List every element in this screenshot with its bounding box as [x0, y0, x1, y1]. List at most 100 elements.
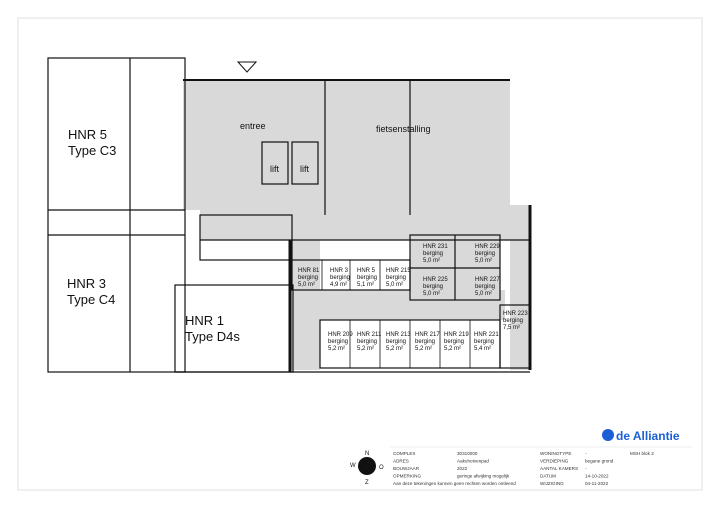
logo: de Alliantie — [602, 429, 680, 443]
storage-label: berging — [474, 339, 494, 345]
storage-number: HNR 211 — [357, 332, 382, 338]
unit-name: HNR 3 — [67, 276, 106, 291]
storage-label: berging — [357, 275, 377, 281]
common-areas — [183, 80, 530, 370]
room-entree: entree — [240, 121, 266, 131]
unit-type: Type C3 — [68, 143, 116, 158]
compass-icon: N O Z W — [350, 451, 384, 486]
titleblock: Aan deze tekeningen kunnen geen rechten … — [393, 451, 654, 486]
storage-label: berging — [330, 275, 350, 281]
titleblock-value: 2022 — [457, 466, 468, 471]
titleblock-value: - — [585, 451, 587, 456]
storage-label: berging — [444, 339, 464, 345]
storage-area: 5,0 m² — [475, 291, 492, 297]
storage-area: 5,2 m² — [444, 346, 461, 352]
svg-text:W: W — [350, 463, 356, 469]
unit-name: HNR 5 — [68, 127, 107, 142]
unit-type: Type C4 — [67, 292, 115, 307]
titleblock-label: AANTAL KAMERS — [540, 466, 578, 471]
storage-area: 5,4 m² — [474, 346, 491, 352]
svg-text:de Alliantie: de Alliantie — [616, 429, 680, 443]
storage-label: berging — [475, 251, 495, 257]
storage-area: 5,2 m² — [415, 346, 432, 352]
storage-number: HNR 213 — [386, 332, 411, 338]
storage-number: HNR 217 — [415, 332, 440, 338]
storage-label: berging — [503, 318, 523, 324]
sheet-border — [17, 17, 703, 491]
storage-number: HNR 229 — [475, 244, 500, 250]
disclaimer: Aan deze tekeningen kunnen geen rechten … — [393, 481, 516, 486]
titleblock-label: COMPLEX — [393, 451, 415, 456]
storage-number: HNR 231 — [423, 244, 448, 250]
titleblock-value: 30310000 — [457, 451, 478, 456]
storage-partitions — [321, 260, 471, 368]
storage-area: 5,0 m² — [298, 282, 315, 288]
room-fietsenstalling: fietsenstalling — [376, 124, 431, 134]
titleblock-label: WONINGTYPE — [540, 451, 571, 456]
storage-label: berging — [423, 251, 443, 257]
storage-area: 5,2 m² — [357, 346, 374, 352]
walls — [47, 57, 532, 373]
storage-area: 4,9 m² — [330, 282, 347, 288]
storage-number: HNR 223 — [503, 311, 528, 317]
storage-number: HNR 3 — [330, 268, 349, 274]
unit-type: Type D4s — [185, 329, 240, 344]
storage-label: berging — [386, 275, 406, 281]
titleblock-label: VERDIEPING — [540, 459, 569, 464]
storage-label: berging — [298, 275, 318, 281]
storage-number: HNR 209 — [328, 332, 353, 338]
storage-area: 5,0 m² — [423, 291, 440, 297]
storage-area: 5,2 m² — [386, 346, 403, 352]
titleblock-label: WIJZIGING — [540, 481, 564, 486]
storage-label: berging — [475, 284, 495, 290]
storage-area: 5,0 m² — [386, 282, 403, 288]
storage-area: 5,0 m² — [423, 258, 440, 264]
titleblock-label: BOUWJAAR — [393, 466, 420, 471]
titleblock-value: 04-11-2022 — [585, 481, 609, 486]
room-lift: lift — [300, 164, 309, 174]
svg-text:O: O — [379, 465, 384, 471]
storage-number: HNR 219 — [444, 332, 469, 338]
storage-number: HNR 225 — [423, 277, 448, 283]
storage-label: berging — [423, 284, 443, 290]
titleblock-value: geringe afwijking mogelijk — [457, 474, 510, 479]
storage-number: HNR 81 — [298, 268, 320, 274]
svg-text:Z: Z — [365, 480, 369, 486]
entrance-marker-icon — [236, 61, 258, 73]
project-name: MSH blok 2 — [630, 451, 654, 456]
titleblock-label: DATUM — [540, 474, 556, 479]
storage-label: berging — [415, 339, 435, 345]
unit-name: HNR 1 — [185, 313, 224, 328]
titleblock-value: Aakuhotvenpad — [457, 459, 489, 464]
storage-number: HNR 5 — [357, 268, 376, 274]
svg-text:N: N — [365, 451, 369, 457]
storage-label: berging — [357, 339, 377, 345]
storage-number: HNR 221 — [474, 332, 499, 338]
logo-icon — [602, 429, 614, 441]
storage-label: berging — [386, 339, 406, 345]
titleblock-value: - — [585, 466, 587, 471]
storage-number: HNR 215 — [386, 268, 411, 274]
titleblock-value: 14-10-2022 — [585, 474, 609, 479]
storage-area: 5,0 m² — [475, 258, 492, 264]
storage-area: 7,5 m² — [503, 325, 520, 331]
titleblock-label: OPMERKING — [393, 474, 422, 479]
room-lift: lift — [270, 164, 279, 174]
